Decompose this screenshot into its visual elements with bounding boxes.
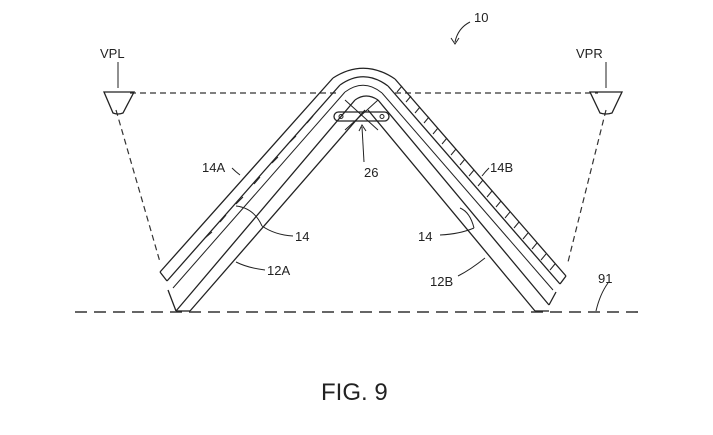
label-surface: 91 xyxy=(598,271,612,286)
label-display-left-inner: 14 xyxy=(295,229,309,244)
label-display-left: 14A xyxy=(202,160,225,175)
label-viewer-right: VPR xyxy=(576,46,603,61)
label-housing-right: 12B xyxy=(430,274,453,289)
housing-left xyxy=(167,99,366,312)
leader-lines xyxy=(117,21,609,312)
label-housing-left: 12A xyxy=(267,263,290,278)
viewer-right-icon xyxy=(588,91,624,115)
viewer-left-icon xyxy=(103,91,136,115)
display-left xyxy=(159,77,346,289)
figure-caption: FIG. 9 xyxy=(321,379,388,406)
display-right xyxy=(381,78,567,291)
label-hinge: 26 xyxy=(364,165,378,180)
label-viewer-left: VPL xyxy=(100,46,125,61)
hinge xyxy=(333,99,390,131)
label-display-right: 14B xyxy=(490,160,513,175)
fold-apex xyxy=(332,67,396,101)
viewing-lines xyxy=(115,92,607,263)
housing-right xyxy=(367,99,557,312)
label-display-right-inner: 14 xyxy=(418,229,432,244)
label-device: 10 xyxy=(474,10,488,25)
